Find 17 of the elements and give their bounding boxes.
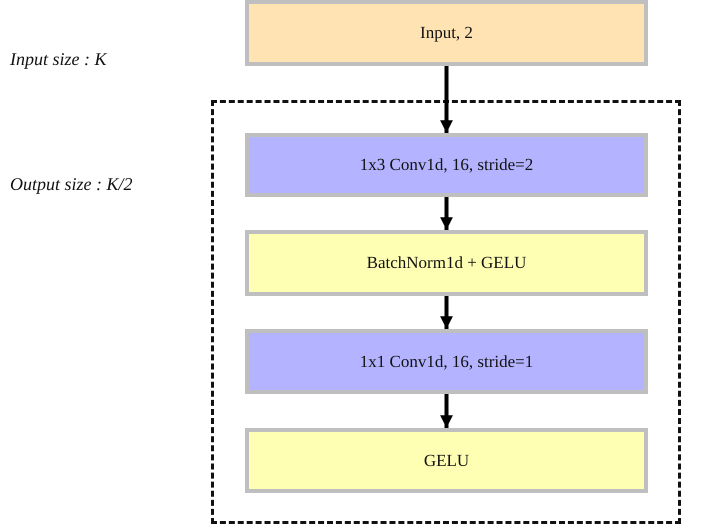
layer-label: BatchNorm1d + GELU (366, 253, 526, 273)
size-note: Input size : K (10, 49, 106, 70)
layer-label: Input, 2 (420, 23, 473, 43)
layer-label: 1x1 Conv1d, 16, stride=1 (360, 352, 534, 372)
layer-box (245, 428, 648, 493)
size-note: Output size : K/2 (10, 174, 133, 195)
layer-box (245, 329, 648, 394)
arrow (440, 66, 453, 133)
arrow (440, 394, 453, 428)
arrow (440, 296, 453, 329)
arrow (440, 197, 453, 230)
layer-label: GELU (424, 450, 470, 470)
layer-box (245, 0, 648, 66)
dashed-group-frame (211, 100, 681, 524)
layer-label: 1x3 Conv1d, 16, stride=2 (360, 155, 534, 175)
layer-box (245, 230, 648, 296)
layer-box (245, 133, 648, 197)
